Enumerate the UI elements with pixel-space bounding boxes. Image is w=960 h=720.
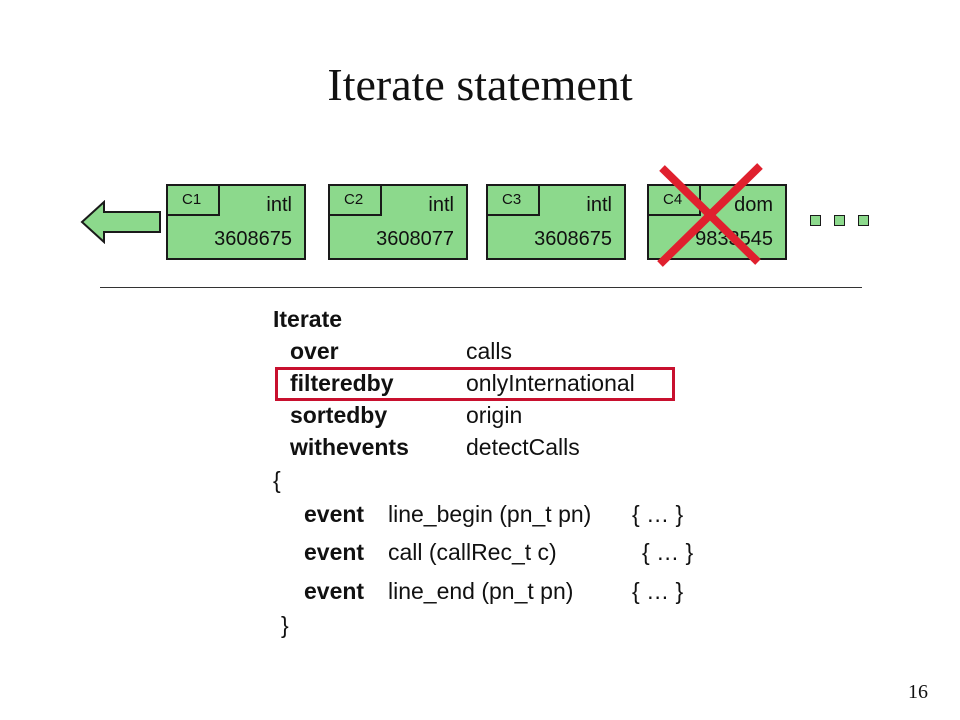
record-id: C1 [168,186,220,216]
record-number: 3608675 [214,228,292,250]
record-type: intl [586,194,612,216]
left-arrow-icon [80,200,161,244]
record-number: 3608675 [534,228,612,250]
page-number: 16 [908,681,928,703]
cross-out-icon [657,163,763,267]
event-keyword: event [304,578,365,604]
slide-title: Iterate statement [327,59,633,110]
event-keyword: event [304,501,365,527]
clause-value: calls [466,338,513,364]
call-record-c1: C1 intl 3608675 [166,184,306,260]
record-type: dom [734,194,773,216]
clause-keyword: over [290,338,339,364]
event-body: { … } [642,539,694,565]
event-keyword: event [304,539,365,565]
highlight-box [275,367,675,401]
event-signature: line_begin (pn_t pn) [388,501,592,527]
ellipsis-icon [810,213,882,231]
divider [100,287,862,288]
clause-value: origin [466,402,523,428]
record-id: C2 [330,186,382,216]
close-brace: } [281,612,289,638]
record-type: intl [428,194,454,216]
event-signature: call (callRec_t c) [388,539,557,565]
call-record-c2: C2 intl 3608077 [328,184,468,260]
event-signature: line_end (pn_t pn) [388,578,574,604]
event-body: { … } [632,501,684,527]
clause-keyword: filteredby [290,370,394,396]
call-record-c3: C3 intl 3608675 [486,184,626,260]
record-id: C3 [488,186,540,216]
event-body: { … } [632,578,684,604]
iterate-keyword: Iterate [273,306,343,332]
clause-keyword: withevents [290,434,409,460]
clause-keyword: sortedby [290,402,388,428]
open-brace: { [273,467,281,493]
record-number: 3608077 [376,228,454,250]
clause-value: detectCalls [466,434,580,460]
record-type: intl [266,194,292,216]
clause-value: onlyInternational [466,370,635,396]
